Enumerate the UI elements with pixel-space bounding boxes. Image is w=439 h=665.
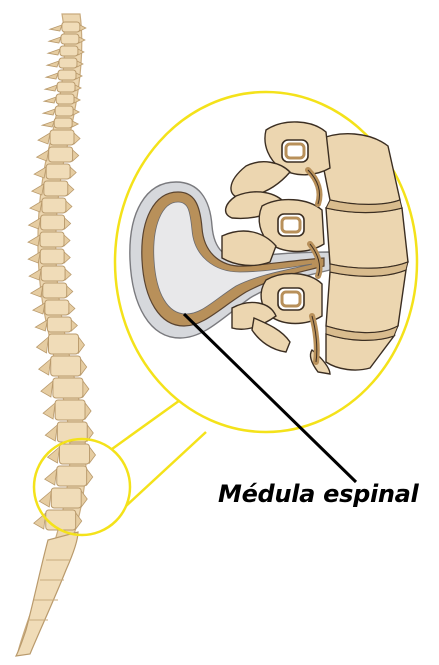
vertebra: [43, 283, 67, 298]
vertebra-process: [49, 37, 61, 43]
vertebra-process: [39, 359, 51, 375]
vertebra-process: [64, 252, 70, 263]
highlight-connector-bottom: [126, 432, 206, 506]
vertebra-process: [29, 269, 41, 280]
vertebra-process: [39, 491, 51, 507]
vertebra: [60, 444, 90, 464]
vertebra-process: [37, 337, 49, 353]
vertebra: [57, 466, 87, 486]
vertebra: [51, 356, 81, 376]
vertebra: [55, 400, 85, 420]
vertebra: [42, 198, 66, 213]
vertebra-process: [47, 61, 59, 67]
spinal-cord-label: Médula espinal: [218, 480, 418, 508]
sacrum: [16, 532, 78, 656]
vertebra: [44, 181, 68, 196]
vertebra-process: [69, 303, 75, 314]
vertebra: [40, 232, 64, 247]
vertebra: [61, 34, 79, 44]
vertebra-process: [83, 381, 89, 397]
vertebra-process: [43, 109, 55, 115]
vertebra: [45, 300, 69, 315]
vertebra: [41, 215, 65, 230]
vertebra-process: [74, 133, 80, 144]
vertebra: [46, 510, 76, 530]
vertebra-process: [37, 150, 49, 161]
vertebra-process: [65, 269, 71, 280]
vertebra: [49, 334, 79, 354]
vertebra-process: [45, 469, 57, 485]
vertebra: [56, 94, 74, 104]
vertebra: [54, 118, 72, 128]
vertebra-process: [41, 381, 53, 397]
vertebra-process: [32, 184, 44, 195]
vertebra-process: [64, 235, 70, 246]
vertebra-process: [38, 133, 50, 144]
vertebra: [41, 266, 65, 281]
vertebra-process: [50, 25, 62, 31]
vertebra-process: [66, 201, 72, 212]
vertebra-process: [81, 359, 87, 375]
vertebra-process: [43, 403, 55, 419]
vertebra-process: [81, 491, 87, 507]
vertebra: [62, 22, 80, 32]
vertebra-process: [33, 303, 45, 314]
vertebra-process: [34, 167, 46, 178]
vertebra-process: [67, 286, 73, 297]
vertebra: [58, 70, 76, 80]
vertebra-process: [44, 97, 56, 103]
vertebra: [50, 130, 74, 145]
vertebra-process: [68, 184, 74, 195]
vertebra: [53, 378, 83, 398]
vertebra-process: [71, 320, 77, 331]
vertebra: [59, 58, 77, 68]
vertebra-process: [31, 286, 43, 297]
vertebra-process: [48, 49, 60, 55]
vertebra-process: [46, 73, 58, 79]
vertebra-process: [29, 218, 41, 229]
vertebra-process: [87, 469, 93, 485]
vertebra: [57, 82, 75, 92]
highlight-connector-top: [112, 398, 183, 449]
vertebra: [46, 164, 70, 179]
vertebra: [40, 249, 64, 264]
vertebra-process: [73, 150, 79, 161]
vertebra-process: [79, 337, 85, 353]
vertebra-process: [35, 320, 47, 331]
vertebra-process: [28, 252, 40, 263]
vertebra-process: [42, 121, 54, 127]
vertebra: [47, 317, 71, 332]
vertebra-process: [73, 109, 79, 115]
vertebra-process: [72, 121, 78, 127]
vertebra-process: [65, 218, 71, 229]
vertebra-process: [45, 85, 57, 91]
vertebra-group: [28, 22, 95, 530]
vertebra-process: [45, 425, 57, 441]
vertebra-process: [85, 403, 91, 419]
vertebra: [49, 147, 73, 162]
vertebra-process: [28, 235, 40, 246]
vertebra-process: [90, 447, 96, 463]
vertebra: [51, 488, 81, 508]
vertebra: [55, 106, 73, 116]
vertebra-process: [30, 201, 42, 212]
spine-illustration: [16, 14, 96, 656]
vertebra-process: [70, 167, 76, 178]
vertebra: [60, 46, 78, 56]
vertebra-process: [80, 25, 86, 31]
